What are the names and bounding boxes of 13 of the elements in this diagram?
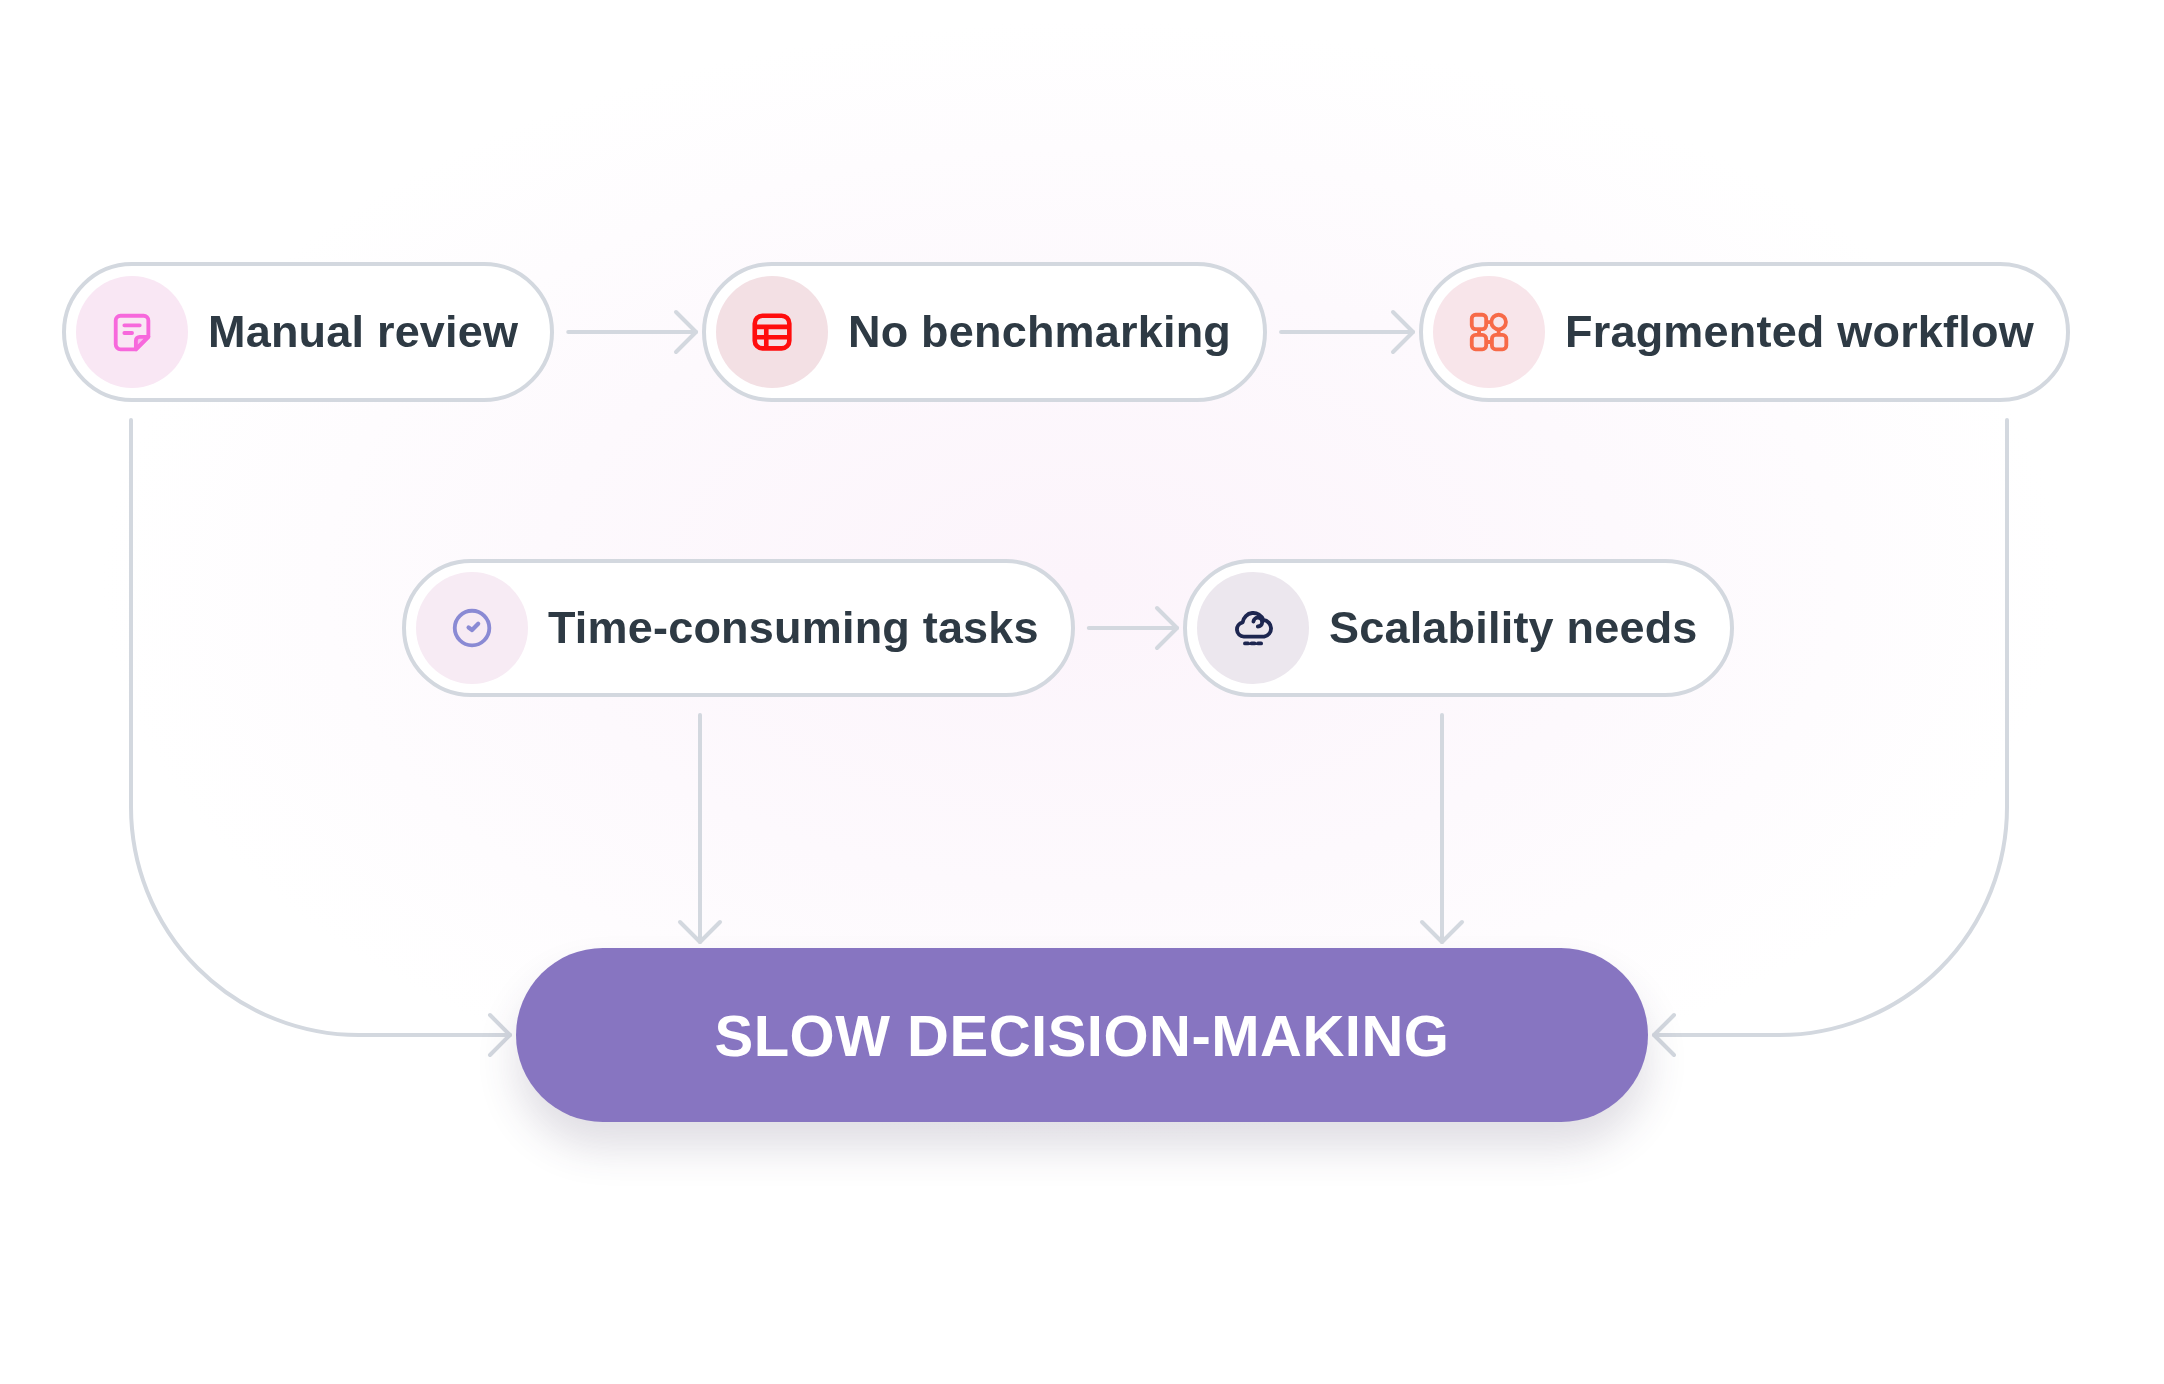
node-label: Scalability needs [1329, 602, 1698, 654]
arrow [678, 713, 722, 944]
arrow [1279, 310, 1415, 354]
arrow [1652, 418, 2009, 1057]
node-label: Time-consuming tasks [548, 602, 1039, 654]
node-label: Fragmented workflow [1565, 306, 2034, 358]
arrow [566, 310, 698, 354]
arrow [1420, 713, 1464, 944]
node-label: Manual review [208, 306, 519, 358]
node-label: No benchmarking [848, 306, 1232, 358]
arrow [1086, 606, 1179, 650]
arrow [129, 418, 512, 1057]
node-label: SLOW DECISION-MAKING [714, 1001, 1450, 1069]
